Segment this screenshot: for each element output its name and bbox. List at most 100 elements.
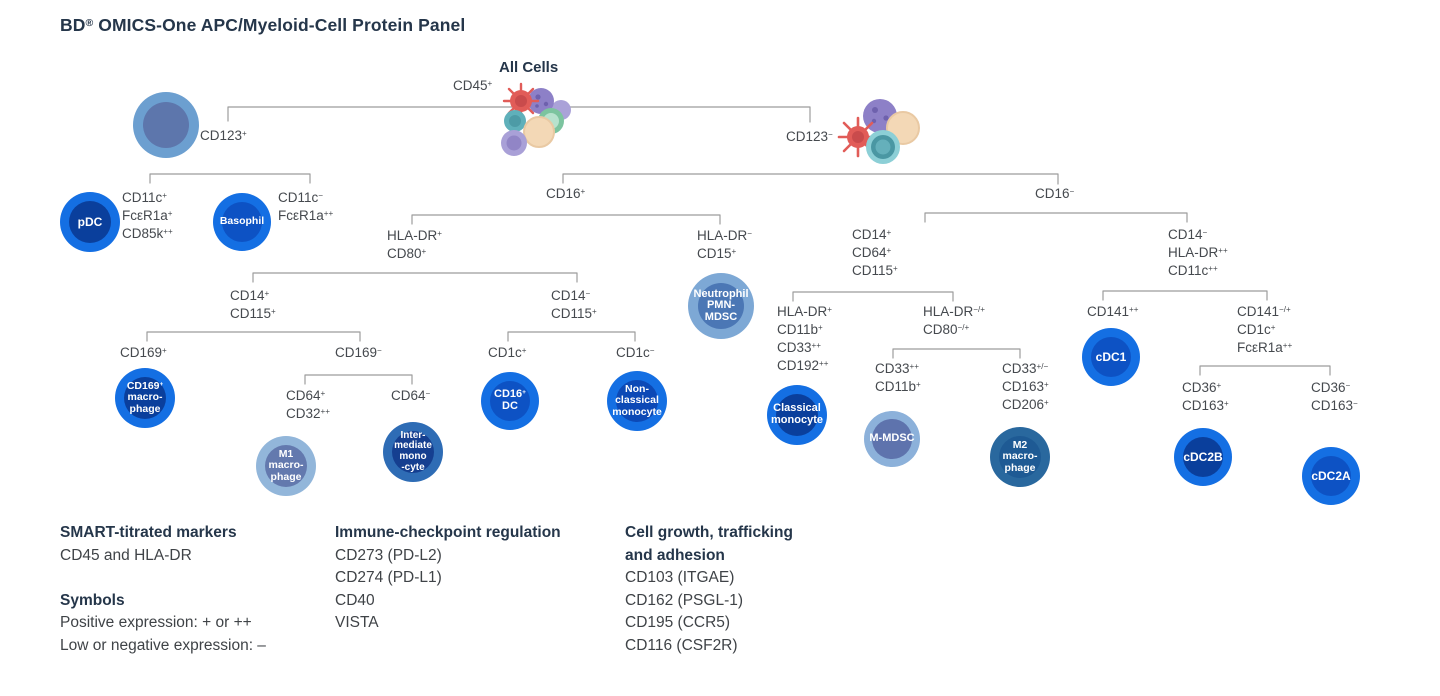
legend-item: Positive expression: + or ++ (60, 614, 252, 631)
cd123-negative-illustration (837, 99, 920, 164)
legend-item: CD274 (PD-L1) (335, 569, 442, 586)
cell-node-cd123-parent-cell (133, 92, 199, 158)
connector-pdc-basophil (149, 173, 311, 184)
legend-item: CD273 (PD-L2) (335, 546, 442, 564)
cell-node-label-m-mdsc: M-MDSC (869, 432, 915, 445)
connector-hladr-split (411, 214, 721, 225)
connector-cd1c-split (507, 331, 636, 342)
cell-node-inner-non-classical-monocyte (616, 380, 658, 422)
legend-item: CD103 (ITGAE) (625, 569, 735, 586)
marker-label-cd14-neg-hladr-cd11c: CD14−HLA-DR++CD11c++ (1168, 227, 1228, 278)
cell-node-cd16-dc: CD16+DC (481, 372, 539, 430)
marker-label-cd1c-neg: CD1c− (616, 345, 655, 360)
marker-label-cd14-neg-cd115: CD14−CD115+ (551, 288, 597, 321)
marker-label-cd36-pos: CD36+CD163+ (1182, 380, 1229, 413)
cell-node-inner-cdc2b (1182, 436, 1224, 478)
marker-label-pdc-markers: CD11c+FcεR1a+CD85k++ (122, 190, 173, 241)
connector-monocyte-mdsc-split (792, 291, 954, 302)
legend-heading: Cell growth, trafficking (625, 524, 793, 541)
legend-item: CD162 (PSGL-1) (625, 591, 744, 609)
connector-cd169-split (146, 331, 361, 342)
marker-label-hladr-neg-cd15: HLA-DR−CD15+ (697, 228, 752, 261)
cell-node-label-pdc: pDC (77, 214, 103, 229)
marker-label-mmdsc-markers: CD33++CD11b+ (875, 361, 921, 394)
marker-label-cd169-pos: CD169+ (120, 345, 167, 360)
marker-label-hladr-pos-cd80: HLA-DR+CD80+ (387, 228, 442, 261)
cell-node-basophil: Basophil (213, 193, 271, 251)
cell-node-inner-m1-macrophage (265, 445, 307, 487)
cell-node-cdc1: cDC1 (1082, 328, 1140, 386)
legend-item: CD40 (335, 591, 375, 609)
cell-node-pdc: pDC (60, 192, 120, 252)
marker-label-cd1c-pos: CD1c+ (488, 345, 527, 360)
cell-node-label-cd16-dc: CD16+DC (494, 388, 526, 412)
cell-node-inner-cd123-parent-cell (142, 101, 190, 149)
legend-heading: Immune-checkpoint regulation (335, 524, 561, 541)
cell-node-inner-m-mdsc (872, 419, 912, 459)
connector-cdc2-split (1199, 365, 1331, 376)
cell-node-cdc2b: cDC2B (1174, 428, 1232, 486)
marker-label-cd141-pos: CD141++ (1087, 304, 1139, 319)
cell-node-inner-cd16-dc (489, 380, 531, 422)
legend-item: VISTA (335, 614, 379, 631)
connector-cd16neg-split (924, 212, 1188, 223)
connector-cd16-split (562, 173, 1059, 185)
cell-node-label-basophil: Basophil (219, 215, 265, 228)
cell-node-inner-m2-macrophage (999, 436, 1041, 478)
legend-heading: and adhesion (625, 546, 725, 564)
legend-item: Low or negative expression: – (60, 636, 266, 654)
cell-node-inner-basophil (221, 201, 263, 243)
marker-label-cd169-neg: CD169− (335, 345, 382, 360)
marker-label-cd64-pos-cd32: CD64+CD32++ (286, 388, 330, 421)
cell-node-inner-cd169-macrophage (124, 377, 166, 419)
connector-cdc1-split (1102, 290, 1268, 301)
legend-item: CD195 (CCR5) (625, 614, 731, 631)
connector-cd64-split (304, 374, 413, 385)
cell-node-inner-cdc1 (1090, 336, 1132, 378)
marker-label-cd16-pos: CD16+ (546, 186, 586, 201)
all-cells-illustration (501, 82, 571, 156)
marker-label-cd16-neg: CD16− (1035, 186, 1075, 201)
marker-label-cd64-neg: CD64− (391, 388, 431, 403)
legend-item: CD116 (CSF2R) (625, 636, 738, 654)
cell-node-inner-neutrophil-pmn-mdsc (697, 282, 745, 330)
cell-node-inner-cdc2a (1310, 455, 1352, 497)
marker-label-cd14-pos-cd115: CD14+CD115+ (230, 288, 276, 321)
marker-label-basophil-markers: CD11c−FcεR1a++ (278, 190, 334, 223)
marker-label-cd14-cd64-cd115: CD14+CD64+CD115+ (852, 227, 898, 278)
legend-heading: Symbols (60, 591, 125, 609)
legend-item (60, 567, 266, 590)
connector-cd14-split (252, 272, 578, 283)
cell-node-m-mdsc: M-MDSC (864, 411, 920, 467)
cell-node-cd169-macrophage: CD169+macro-phage (115, 368, 175, 428)
cell-node-inner-intermediate-monocyte (392, 431, 434, 473)
marker-label-cd123-pos: CD123+ (200, 128, 247, 143)
page-title: BD® OMICS-One APC/Myeloid-Cell Protein P… (60, 15, 466, 35)
connector-mmdsc-m2-split (892, 348, 1021, 359)
cell-node-label-cdc2b: cDC2B (1183, 449, 1223, 464)
cell-node-label-cd169-macrophage: CD169+macro-phage (126, 380, 164, 415)
legend-heading: SMART-titrated markers (60, 524, 237, 541)
cell-node-label-cdc1: cDC1 (1095, 349, 1127, 364)
root-node-label: All Cells (499, 59, 559, 76)
root-node-marker: CD45+ (453, 78, 493, 93)
legend-item: CD45 and HLA-DR (60, 546, 192, 564)
marker-label-m2-markers: CD33+/−CD163+CD206+ (1002, 361, 1049, 412)
